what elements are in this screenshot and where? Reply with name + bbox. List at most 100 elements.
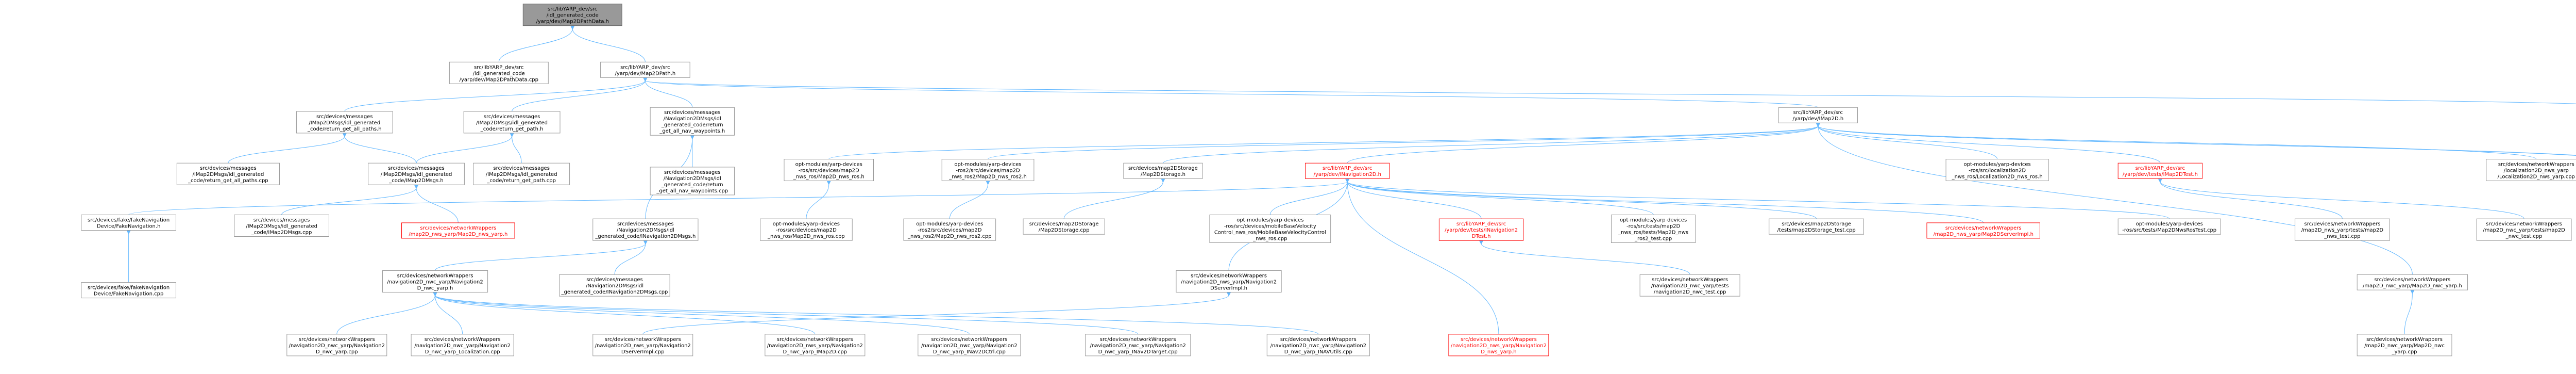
file-node-rpc-getpath-cpp[interactable]: src/devices/messages/IMap2DMsgs/idl_gene… xyxy=(473,162,570,185)
file-node-map2dpath-h[interactable]: src/libYARP_dev/src/yarp/dev/Map2DPath.h xyxy=(600,61,690,78)
file-node-nav2dnwcyarp-h[interactable]: src/devices/networkWrappers/navigation2D… xyxy=(382,270,488,292)
node-label-line: /navigation2D_nwc_test.cpp xyxy=(1654,289,1726,295)
node-label-line: /idl_generated_code xyxy=(473,71,525,76)
node-label-line: /IMap2DMsgs/idl_generated xyxy=(476,120,548,126)
include-edge xyxy=(498,29,572,62)
file-node-inavigation2d-h[interactable]: src/libYARP_dev/src/yarp/dev/INavigation… xyxy=(1305,162,1390,179)
include-edge xyxy=(416,136,512,164)
file-node-map2dnwsyarp-test[interactable]: src/devices/networkWrappers/map2D_nws_ya… xyxy=(2295,218,2390,241)
node-box xyxy=(2357,274,2468,290)
file-node-map2dnwsros-test[interactable]: opt-modules/yarp-devices-ros/src/tests/m… xyxy=(1611,214,1696,243)
file-node-nav2dnwsyarp-nav2dctrl-cpp[interactable]: src/devices/networkWrappers/navigation2D… xyxy=(918,334,1021,356)
node-label-line: src/devices/messages xyxy=(493,166,550,171)
file-node-rpc-getallpaths-cpp[interactable]: src/devices/messages/IMap2DMsgs/idl_gene… xyxy=(176,162,280,185)
node-label-line: /yarp/dev/Map2DPathData.cpp xyxy=(460,77,538,83)
file-node-nav2dnwsyarp-nwsyarpiav-cpp[interactable]: src/devices/networkWrappers/navigation2D… xyxy=(1266,334,1370,356)
node-box xyxy=(918,334,1021,356)
file-node-nav2dserverimpl-cpp[interactable]: src/devices/networkWrappers/navigation2D… xyxy=(592,334,693,356)
file-node-map2dpathdata-cpp[interactable]: src/libYARP_dev/src/idl_generated_code/y… xyxy=(449,61,549,84)
file-node-inav2dmsgs-cpp[interactable]: src/devices/messages/Navigation2DMsgs/id… xyxy=(559,274,670,297)
node-label-line: src/devices/networkWrappers xyxy=(425,337,501,343)
file-node-imap2dmsgs-h[interactable]: src/devices/messages/IMap2DMsgs/idl_gene… xyxy=(368,162,465,185)
include-edge xyxy=(336,295,435,334)
file-node-imap2dmsgs-cpp[interactable]: src/devices/messages/IMap2DMsgs/idl_gene… xyxy=(234,214,329,237)
node-box xyxy=(411,334,514,356)
file-node-map2dnwsyarp-h[interactable]: src/devices/networkWrappers/map2D_nws_ya… xyxy=(401,222,515,239)
file-node-map2dnwsros2-h[interactable]: opt-modules/yarp-devices-ros2/src/device… xyxy=(941,159,1035,182)
file-node-nav2dnwcyarp-loc-cpp[interactable]: src/devices/networkWrappers/navigation2D… xyxy=(411,334,514,356)
node-label-line: /IMap2DMsgs/idl_generated xyxy=(381,172,452,177)
node-label-line: opt-modules/yarp-devices xyxy=(954,162,1021,168)
node-label-line: _nws_ros/Map2D_nws_ros.h xyxy=(793,174,865,180)
node-label-line: _code/IMap2DMsgs.h xyxy=(388,178,444,184)
include-edge xyxy=(1269,182,1347,215)
node-label-line: DServerImpl.cpp xyxy=(621,349,665,355)
include-edge xyxy=(128,182,1348,215)
file-node-nav2dnwsyarp-target-cpp[interactable]: src/devices/networkWrappers/navigation2D… xyxy=(1085,334,1191,356)
include-edge xyxy=(2160,182,2343,219)
node-label-line: -ros/src/tests/map2D xyxy=(1626,223,1681,229)
include-edge xyxy=(1347,182,1499,334)
node-label-line: /map2D_nws_yarp/Map2D_nws_yarp.h xyxy=(409,232,507,237)
file-node-localization2d-yarp-h[interactable]: src/devices/networkWrappers/localization… xyxy=(2486,159,2576,182)
file-node-mobilebasevel-h[interactable]: opt-modules/yarp-devices-ros/src/devices… xyxy=(1209,214,1331,243)
file-node-fakenav-h[interactable]: src/devices/fake/fakeNavigationDevice/Fa… xyxy=(81,214,177,231)
file-node-inav2dtest-h[interactable]: src/libYARP_dev/src/yarp/dev/tests/INavi… xyxy=(1438,218,1524,241)
file-node-localization2dros-h[interactable]: opt-modules/yarp-devices-ros/src/localiz… xyxy=(1945,159,2049,182)
file-node-map2dstorage-cpp[interactable]: src/devices/map2DStorage/Map2DStorage.cp… xyxy=(1023,218,1105,235)
file-node-nav2dserverimpl-h[interactable]: src/devices/networkWrappers/navigation2D… xyxy=(1176,270,1282,292)
node-box xyxy=(941,159,1035,182)
node-box xyxy=(2476,218,2572,241)
file-node-map2dserverimpl-h[interactable]: src/devices/networkWrappers/map2D_nws_ya… xyxy=(1926,222,2040,239)
node-label-line: /localization2D_nws_yarp xyxy=(2504,168,2569,174)
include-edge xyxy=(435,295,816,335)
include-edge xyxy=(645,80,1819,108)
node-box xyxy=(1926,222,2040,239)
node-label-line: -ros/src/devices/map2D xyxy=(776,227,837,233)
file-node-fakenav-cpp[interactable]: src/devices/fake/fakeNavigationDevice/Fa… xyxy=(81,282,177,299)
file-node-root[interactable]: src/libYARP_dev/src/idl_generated_code/y… xyxy=(522,4,622,26)
node-label-line: /navigation2D_nwc_yarp/Navigation2 xyxy=(1090,343,1186,349)
include-edge xyxy=(512,136,522,164)
node-box xyxy=(1123,162,1203,179)
file-node-nav-getallwp-cpp[interactable]: src/devices/messages/Navigation2DMsgs/id… xyxy=(650,167,735,196)
file-node-rpc-getallpaths-h[interactable]: src/devices/messages/IMap2DMsgs/idl_gene… xyxy=(296,111,393,134)
file-node-map2dnwsros-cpp[interactable]: opt-modules/yarp-devices-ros/src/devices… xyxy=(760,218,853,241)
file-node-rpc-getpath-h[interactable]: src/devices/messages/IMap2DMsgs/idl_gene… xyxy=(463,111,561,134)
node-label-line: opt-modules/yarp-devices xyxy=(795,162,862,168)
node-label-line: /Navigation2DMsgs/idl xyxy=(586,283,643,289)
node-box xyxy=(559,274,670,297)
file-node-map2dnwsrostest[interactable]: opt-modules/yarp-devices-ros/src/tests/M… xyxy=(2117,218,2221,235)
file-node-nav2dnwcyarp-cpp[interactable]: src/devices/networkWrappers/navigation2D… xyxy=(286,334,387,356)
file-node-map2dtest-h[interactable]: src/libYARP_dev/src/yarp/dev/tests/IMap2… xyxy=(2117,162,2203,179)
node-label-line: src/libYARP_dev/src xyxy=(474,64,523,70)
node-label-line: /navigation2D_nws_yarp/Navigation2 xyxy=(1181,279,1277,285)
node-label-line: -ros/src/localization2D xyxy=(1969,168,2026,174)
file-node-nav-getallwp-h[interactable]: src/devices/messages/Navigation2DMsgs/id… xyxy=(650,107,735,136)
node-label-line: src/devices/networkWrappers xyxy=(1100,337,1176,343)
node-label-line: _get_all_nav_waypoints.h xyxy=(659,128,725,134)
node-label-line: D_nwc_yarp.h xyxy=(417,285,453,291)
node-label-line: D_nwc_yarp_Localization.cpp xyxy=(425,349,500,355)
file-node-map2dnwcyarp-h[interactable]: src/devices/networkWrappers/map2D_nwc_ya… xyxy=(2357,274,2468,290)
file-node-nav2dnwsyarp-h2[interactable]: src/devices/networkWrappers/navigation2D… xyxy=(1448,334,1549,356)
include-edge xyxy=(344,80,646,112)
node-label-line: /navigation2D_nws_yarp/Navigation2 xyxy=(767,343,863,349)
file-node-nav2dnwcyarp-test[interactable]: src/devices/networkWrappers/navigation2D… xyxy=(1639,274,1740,297)
file-node-inav2dmsgs-h[interactable]: src/devices/messages/Navigation2DMsgs/id… xyxy=(592,218,699,241)
node-label-line: src/devices/networkWrappers xyxy=(2486,221,2562,227)
file-node-map2dstorage-h[interactable]: src/devices/map2DStorage/Map2DStorage.h xyxy=(1123,162,1203,179)
include-edge xyxy=(1481,243,1690,275)
file-node-map2dnwcyarp-test[interactable]: src/devices/networkWrappers/map2D_nwc_ya… xyxy=(2476,218,2572,241)
node-box xyxy=(176,162,280,185)
file-node-nav2dnwsyarp-map2d-cpp[interactable]: src/devices/networkWrappers/navigation2D… xyxy=(765,334,866,356)
node-label-line: src/devices/fake/fakeNavigation xyxy=(88,285,170,291)
file-node-map2dnwcyarp-cpp[interactable]: src/devices/networkWrappers/map2D_nwc_ya… xyxy=(2357,334,2452,356)
node-label-line: _yarp.cpp xyxy=(2392,349,2417,355)
node-box xyxy=(296,111,393,134)
file-node-map2dnwsros-h[interactable]: opt-modules/yarp-devices-ros/src/devices… xyxy=(784,159,874,182)
file-node-map2d-h[interactable]: src/libYARP_dev/src/yarp/dev/IMap2D.h xyxy=(1778,107,1858,123)
file-node-map2dstorage-test[interactable]: src/devices/map2DStorage/tests/map2DStor… xyxy=(1769,218,1864,235)
file-node-map2dnwsros2-cpp[interactable]: opt-modules/yarp-devices-ros2/src/device… xyxy=(903,218,996,241)
